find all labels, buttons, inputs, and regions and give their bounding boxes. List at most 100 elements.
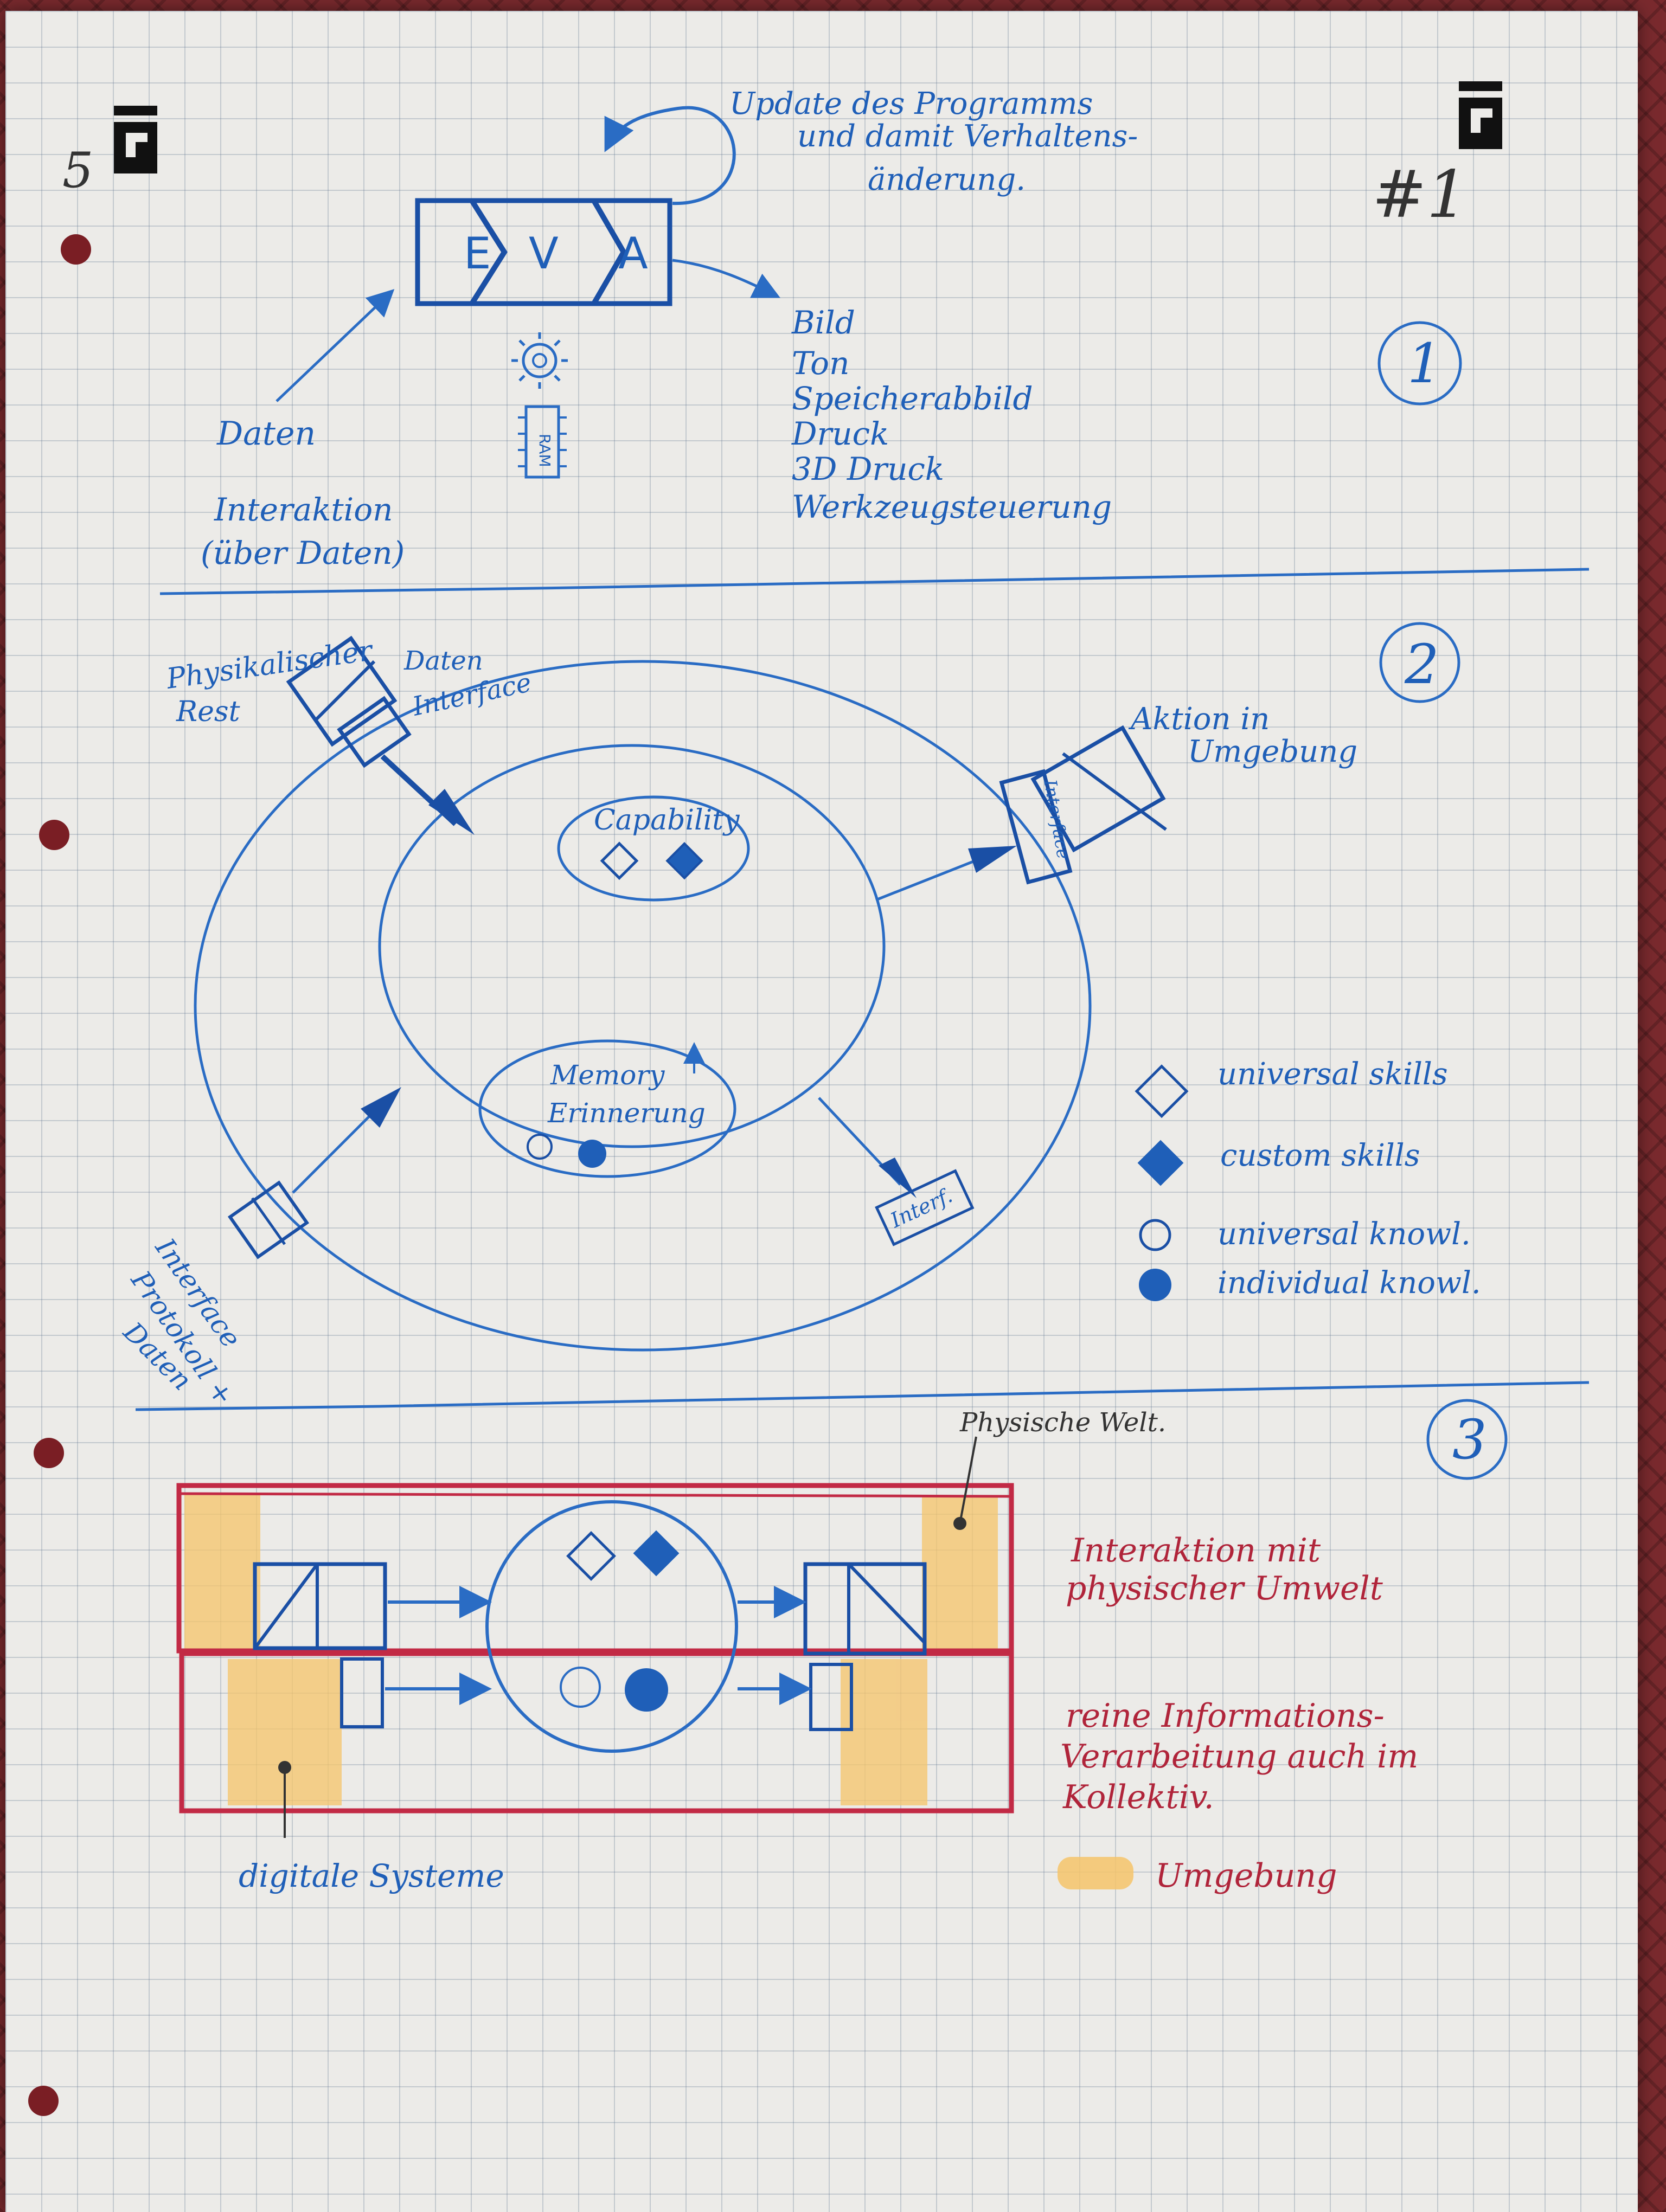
skills-knowledge-legend: universal skills custom skills universal… — [1135, 1057, 1481, 1301]
sensor-data-label: Daten — [403, 646, 483, 676]
action-interface-label: Interface — [1040, 777, 1074, 860]
output-item: Bild — [791, 304, 855, 341]
interaction-label-1: Interaktion — [214, 491, 393, 528]
universal-skill-diamond — [600, 841, 639, 880]
legend-label: universal knowl. — [1218, 1217, 1471, 1252]
section-number-circle — [1426, 1399, 1508, 1480]
custom-skill-diamond — [665, 842, 703, 880]
eva-label-e: E — [464, 228, 491, 279]
legend-red-line-1: Interaktion mit — [1071, 1532, 1321, 1570]
physical-frame-double-line — [178, 1492, 1012, 1498]
legend-highlight-label: Umgebung — [1155, 1857, 1337, 1895]
eva-processing-box: E V A — [415, 198, 672, 306]
digital-systems-pointer-dot — [278, 1761, 291, 1774]
gear-icon — [511, 332, 568, 389]
bottom-interface-arrowhead — [879, 1158, 917, 1198]
memory-label-1: Memory — [550, 1059, 665, 1091]
left-interface-arrowhead — [361, 1087, 401, 1128]
sheet-number: #1 — [1372, 157, 1468, 233]
universal-skill-diamond — [566, 1531, 616, 1581]
sensor-label-1: Physikalischer — [164, 634, 376, 696]
output-list: Bild Ton Speicherabbild Druck 3D Druck W… — [791, 304, 1112, 525]
left-interface-arrow — [292, 1105, 381, 1194]
input-arrow — [275, 289, 395, 402]
legend-label: universal skills — [1218, 1057, 1448, 1092]
legend-red-line-3: reine Informations- — [1066, 1697, 1385, 1735]
sensor-arrowhead — [428, 789, 475, 835]
action-arrowhead — [968, 846, 1017, 873]
output-item: Speicherabbild — [792, 380, 1033, 417]
input-label: Daten — [216, 415, 316, 453]
update-note-line-3: änderung. — [868, 162, 1026, 197]
left-sensor-box — [253, 1562, 387, 1650]
eva-label-a: A — [618, 228, 648, 279]
physical-world-pointer — [959, 1436, 977, 1524]
digital-systems-label: digitale Systeme — [239, 1857, 504, 1894]
eva-label-v: V — [529, 228, 559, 279]
legend-highlight-swatch — [1058, 1857, 1133, 1889]
system-circle — [378, 744, 886, 1148]
individual-knowledge-circle — [625, 1668, 668, 1712]
section-1: 1 E V A Update des Programms und damit V… — [201, 86, 1462, 571]
small-interface-label: Interf. — [886, 1183, 956, 1232]
legend-diamond-outline — [1135, 1064, 1189, 1118]
legend-red-line-2: physischer Umwelt — [1066, 1570, 1383, 1607]
individual-knowledge-circle — [578, 1140, 606, 1168]
output-arrow — [672, 259, 780, 298]
section3-legend: Interaktion mit physischer Umwelt reine … — [1058, 1532, 1418, 1895]
page-number: 5 — [62, 142, 93, 199]
ram-label: RAM — [536, 434, 554, 467]
digital-systems-frame — [179, 1651, 1014, 1814]
environment-ellipse — [194, 660, 1092, 1352]
interaction-label-2: (über Daten) — [201, 535, 405, 571]
custom-skill-diamond — [633, 1530, 680, 1577]
core-system-circle — [485, 1500, 738, 1753]
corner-logo-right — [1459, 81, 1502, 149]
universal-knowledge-circle — [560, 1667, 601, 1708]
section-number: 1 — [1407, 332, 1442, 395]
memory-label-2: Erinnerung — [547, 1097, 706, 1129]
legend-diamond-filled — [1137, 1140, 1184, 1186]
legend-red-line-5: Kollektiv. — [1062, 1778, 1214, 1816]
legend-label: individual knowl. — [1218, 1265, 1481, 1301]
left-digital-box — [340, 1657, 384, 1728]
binder-holes — [28, 234, 91, 2116]
legend-label: custom skills — [1220, 1138, 1420, 1173]
output-item: Druck — [791, 415, 889, 452]
actuator-device: Interface — [999, 725, 1167, 885]
section-number: 2 — [1404, 633, 1439, 696]
ram-chip-icon: RAM — [518, 405, 567, 479]
legend-circle-outline — [1139, 1219, 1171, 1251]
legend-circle-filled — [1139, 1269, 1171, 1301]
section-number-circle — [1377, 321, 1462, 406]
bottom-interface-box: Interf. — [875, 1169, 975, 1246]
update-loop-arrow — [604, 106, 736, 205]
output-item: 3D Druck — [792, 451, 944, 487]
legend-red-line-4: Verarbeitung auch im — [1060, 1738, 1418, 1776]
capability-ellipse — [557, 795, 750, 902]
memory-ellipse — [478, 1039, 736, 1178]
universal-knowledge-circle — [527, 1134, 553, 1160]
physical-world-frame — [176, 1483, 1014, 1654]
section-number: 3 — [1452, 1408, 1487, 1471]
output-item: Ton — [792, 345, 849, 382]
right-actuator-box — [803, 1562, 927, 1656]
output-item: Werkzeugsteuerung — [792, 488, 1112, 525]
sensor-label-2: Rest — [176, 696, 240, 728]
physical-world-label: Physische Welt. — [959, 1407, 1166, 1438]
action-label-2: Umgebung — [1188, 734, 1357, 769]
physical-world-pointer-dot — [953, 1517, 966, 1530]
left-interface-device — [227, 1180, 310, 1259]
section-3: 3 — [176, 1399, 1508, 1895]
section-divider — [135, 1381, 1590, 1411]
update-note-line-1: Update des Programms — [729, 86, 1093, 121]
sensor-device — [286, 635, 412, 768]
section-number-circle — [1379, 622, 1460, 703]
corner-logo-left — [114, 106, 157, 173]
action-label-1: Aktion in — [1128, 702, 1270, 737]
section-divider — [159, 568, 1590, 595]
capability-label: Capability — [594, 804, 740, 837]
section-2: 2 Capability Memory Erinnerung Physikali… — [117, 622, 1481, 1411]
update-note-line-2: und damit Verhaltens- — [797, 119, 1138, 154]
